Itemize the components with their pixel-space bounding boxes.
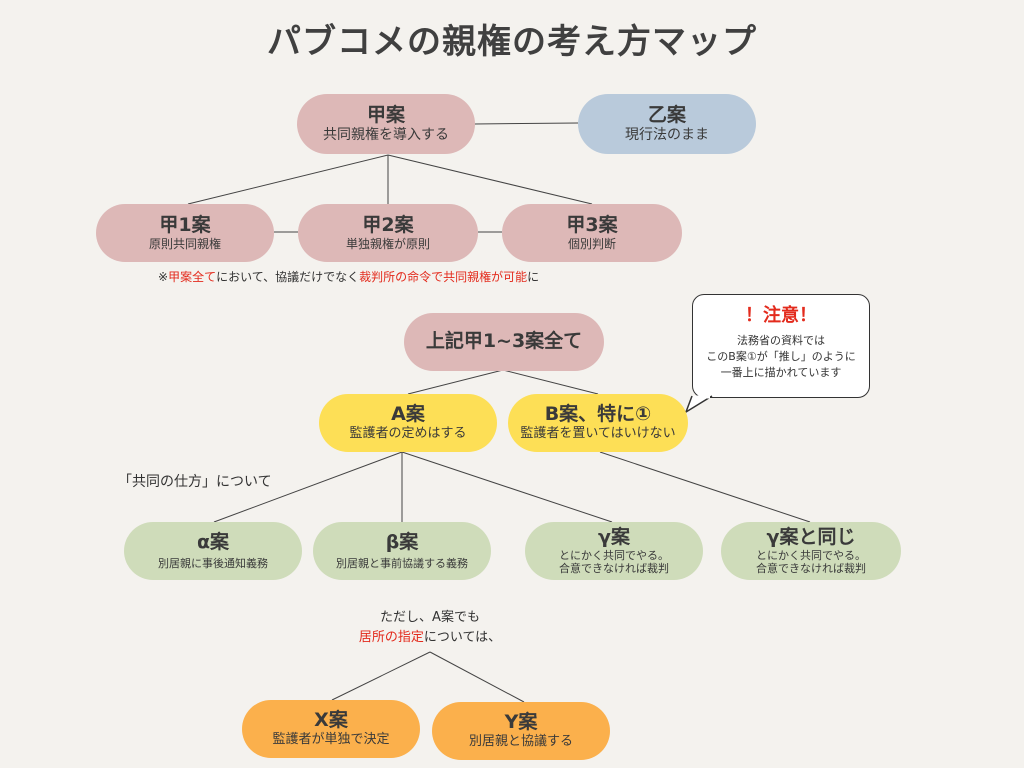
otsu-node: 乙案 現行法のまま — [578, 94, 756, 154]
caution-line-2: このB案①が「推し」のように — [706, 349, 856, 363]
beta-subtitle: 別居親と事前協議する義務 — [336, 556, 468, 570]
kou2-subtitle: 単独親権が原則 — [345, 236, 430, 251]
x-subtitle: 監護者が単独で決定 — [272, 732, 390, 748]
tadashi-line-1: ただし、A案でも — [380, 610, 480, 625]
caution-title: ！注意！ — [745, 305, 817, 326]
a-title: A案 — [391, 403, 425, 426]
kou3-subtitle: 個別判断 — [567, 236, 616, 251]
gamma-node: γ案 とにかく共同でやる。 合意できなければ裁判 — [525, 522, 703, 580]
gamma-same-node: γ案と同じ とにかく共同でやる。 合意できなければ裁判 — [721, 522, 901, 580]
caution-callout: ！注意！ 法務省の資料では このB案①が「推し」のように 一番上に描かれています — [692, 294, 870, 398]
y-title: Y案 — [504, 711, 538, 734]
b-subtitle: 監護者を置いてはいけない — [520, 426, 676, 442]
otsu-title: 乙案 — [647, 103, 686, 126]
gamma-same-subtitle-1: とにかく共同でやる。 — [756, 548, 866, 562]
beta-node: β案 別居親と事前協議する義務 — [313, 522, 491, 580]
kou1-title: 甲1案 — [159, 213, 211, 236]
caution-line-3: 一番上に描かれています — [720, 365, 842, 379]
gamma-subtitle-1: とにかく共同でやる。 — [559, 548, 669, 562]
otsu-subtitle: 現行法のまま — [625, 126, 709, 143]
alpha-title: α案 — [196, 530, 230, 553]
kou-note-highlight-1: 甲案全て — [168, 270, 217, 284]
all-node: 上記甲1~3案全て — [404, 313, 604, 371]
x-node: X案 監護者が単独で決定 — [242, 700, 420, 758]
a-subtitle: 監護者の定めはする — [349, 426, 467, 442]
x-title: X案 — [314, 709, 348, 732]
y-node: Y案 別居親と協議する — [432, 702, 610, 760]
a-node: A案 監護者の定めはする — [319, 394, 497, 452]
beta-title: β案 — [385, 530, 419, 553]
y-subtitle: 別居親と協議する — [468, 734, 573, 750]
kou3-title: 甲3案 — [566, 213, 618, 236]
kou-subtitle: 共同親権を導入する — [323, 126, 449, 143]
b-title: B案、特に① — [544, 403, 652, 426]
kou3-node: 甲3案 個別判断 — [502, 204, 682, 262]
all-title: 上記甲1~3案全て — [425, 330, 583, 353]
tadashi-text: については、 — [423, 630, 502, 646]
kou-note-highlight-2: 裁判所の命令で共同親権が可能 — [359, 270, 528, 284]
kou1-node: 甲1案 原則共同親権 — [96, 204, 274, 262]
b-node: B案、特に① 監護者を置いてはいけない — [508, 394, 688, 452]
kou-note-text-1: において、協議だけでなく — [216, 270, 360, 284]
tadashi-highlight: 居所の指定 — [358, 630, 424, 646]
gamma-title: γ案 — [598, 525, 630, 548]
kou1-subtitle: 原則共同親権 — [148, 236, 221, 251]
caution-line-1: 法務省の資料では — [737, 334, 825, 347]
kyodo-label: 「共同の仕方」について — [118, 474, 272, 490]
kou-node: 甲案 共同親権を導入する — [297, 94, 475, 154]
gamma-same-subtitle-2: 合意できなければ裁判 — [756, 561, 866, 575]
kou-note-text-2: に — [527, 270, 540, 284]
page-title: パブコメの親権の考え方マップ — [267, 22, 757, 62]
gamma-same-title: γ案と同じ — [766, 525, 856, 548]
alpha-node: α案 別居親に事後通知義務 — [124, 522, 302, 580]
kou-note-mark: ※ — [158, 270, 169, 284]
kou-note: ※甲案全てにおいて、協議だけでなく裁判所の命令で共同親権が可能に — [158, 268, 539, 285]
tadashi-note: ただし、A案でも 居所の指定については、 — [330, 608, 530, 648]
gamma-subtitle-2: 合意できなければ裁判 — [559, 561, 669, 575]
kou2-node: 甲2案 単独親権が原則 — [298, 204, 478, 262]
kou2-title: 甲2案 — [362, 213, 414, 236]
kou-title: 甲案 — [366, 103, 405, 126]
alpha-subtitle: 別居親に事後通知義務 — [158, 556, 268, 570]
